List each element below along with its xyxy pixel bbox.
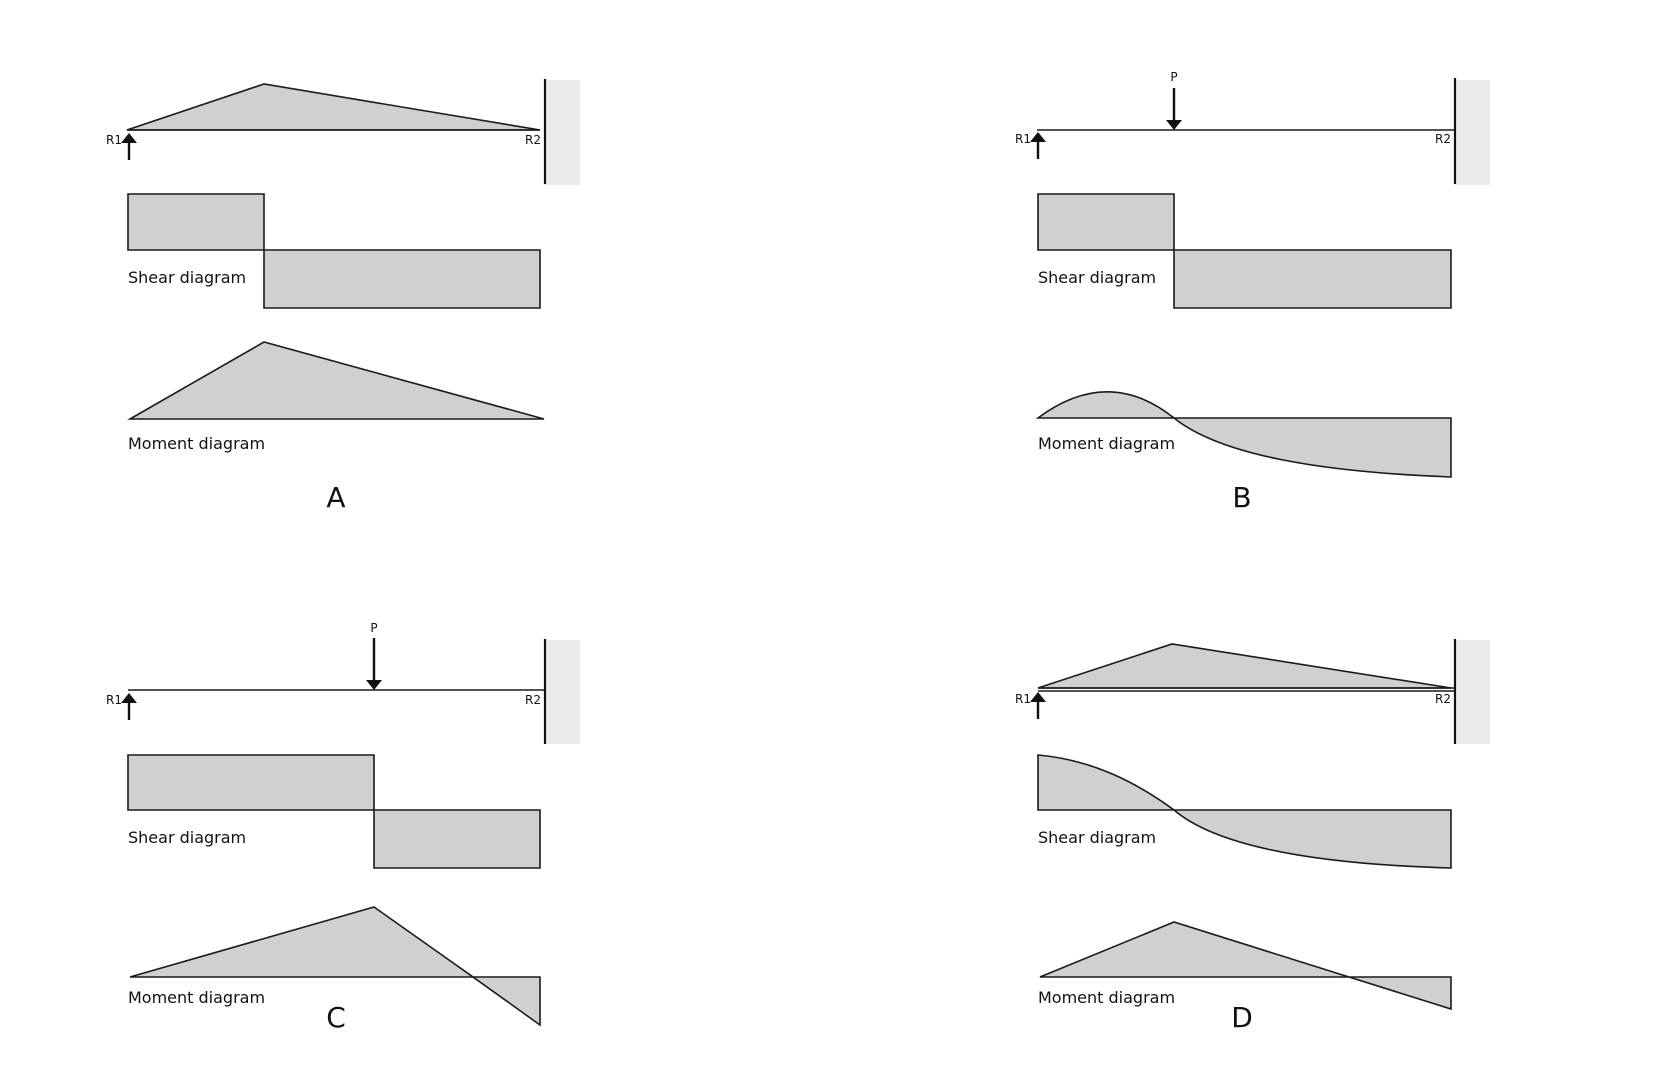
moment-negative-lobe — [1171, 417, 1452, 478]
panel-a: R1 R2 Shear diagram Moment diagram A — [106, 79, 580, 514]
panel-a-shear: Shear diagram — [127, 193, 541, 309]
panel-b-shear: Shear diagram — [1037, 193, 1452, 309]
moment-diagram-label: Moment diagram — [128, 988, 265, 1007]
reaction-r1-arrow-icon — [1030, 132, 1046, 159]
point-load-p-arrow-icon — [1166, 88, 1182, 130]
moment-positive-triangle — [1039, 921, 1350, 978]
reaction-r1-arrow-icon — [121, 693, 137, 720]
panel-c: P R1 R2 Shear diagram Moment diagram C — [106, 621, 580, 1034]
panel-letter: A — [326, 481, 345, 514]
r2-label: R2 — [1435, 132, 1451, 146]
load-p-label: P — [370, 621, 377, 635]
fixed-support-wall — [545, 640, 580, 744]
panel-d: R1 R2 Shear diagram Moment diagram D — [1015, 639, 1490, 1034]
reaction-r1-arrow-icon — [121, 133, 137, 160]
point-load-p-arrow-icon — [366, 638, 382, 690]
panel-letter: C — [326, 1001, 346, 1034]
panel-d-beam: R1 R2 — [1015, 639, 1490, 744]
shear-diagram-label: Shear diagram — [128, 268, 246, 287]
shear-block-negative — [263, 249, 541, 309]
panel-a-beam: R1 R2 — [106, 79, 580, 185]
moment-positive-triangle — [129, 906, 476, 978]
panel-d-moment: Moment diagram — [1038, 921, 1452, 1011]
r1-label: R1 — [106, 133, 122, 147]
panel-c-shear: Shear diagram — [127, 754, 541, 869]
panel-letter: D — [1231, 1001, 1253, 1034]
panel-b-beam: P R1 R2 — [1015, 70, 1490, 185]
moment-triangle — [127, 341, 545, 420]
shear-positive-curve — [1037, 754, 1177, 811]
r1-label: R1 — [1015, 132, 1031, 146]
reaction-r1-arrow-icon — [1030, 692, 1046, 719]
shear-block-negative — [1173, 249, 1452, 309]
panel-a-moment: Moment diagram — [127, 341, 545, 453]
shear-diagram-label: Shear diagram — [1038, 268, 1156, 287]
moment-positive-lobe — [1035, 391, 1177, 419]
fixed-support-wall — [1455, 640, 1490, 744]
distributed-load-triangle — [126, 83, 541, 131]
shear-diagram-label: Shear diagram — [128, 828, 246, 847]
r1-label: R1 — [1015, 692, 1031, 706]
shear-block-positive — [127, 193, 265, 251]
distributed-load-triangle — [1037, 643, 1452, 689]
fixed-support-wall — [545, 80, 580, 185]
shear-negative-curve — [1171, 809, 1452, 869]
moment-diagram-label: Moment diagram — [1038, 988, 1175, 1007]
r2-label: R2 — [525, 133, 541, 147]
panel-letter: B — [1232, 481, 1251, 514]
panel-d-shear: Shear diagram — [1037, 754, 1452, 869]
shear-block-positive — [1037, 193, 1175, 251]
shear-block-positive — [127, 754, 375, 811]
moment-negative-triangle — [1348, 976, 1452, 1011]
r1-label: R1 — [106, 693, 122, 707]
panel-b-moment: Moment diagram — [1035, 391, 1452, 478]
moment-negative-triangle — [470, 976, 541, 1027]
shear-block-negative — [373, 809, 541, 869]
shear-diagram-label: Shear diagram — [1038, 828, 1156, 847]
panel-b: P R1 R2 Shear diagram Moment diagram B — [1015, 70, 1490, 514]
panel-c-beam: P R1 R2 — [106, 621, 580, 744]
moment-diagram-label: Moment diagram — [1038, 434, 1175, 453]
panel-c-moment: Moment diagram — [128, 906, 541, 1027]
r2-label: R2 — [1435, 692, 1451, 706]
moment-diagram-label: Moment diagram — [128, 434, 265, 453]
load-p-label: P — [1170, 70, 1177, 84]
fixed-support-wall — [1455, 80, 1490, 185]
r2-label: R2 — [525, 693, 541, 707]
